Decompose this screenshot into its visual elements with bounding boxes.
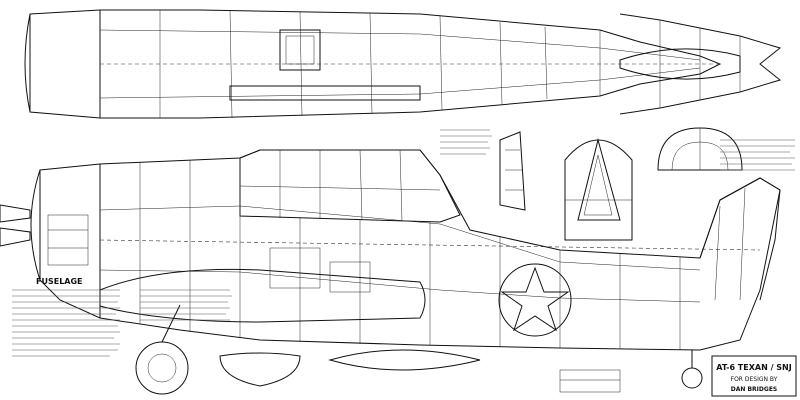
former-cross-section <box>564 138 633 241</box>
wing-rib-detail <box>499 131 526 211</box>
title-block: AT-6 TEXAN / SNJ FOR DESIGN BY DAN BRIDG… <box>711 355 797 397</box>
note-block-center <box>440 129 492 155</box>
title-block-line-b: DAN BRIDGES <box>731 386 778 393</box>
note-block-left <box>12 289 120 357</box>
side-view-fuselage <box>0 149 781 395</box>
lower-detail-parts <box>219 349 621 393</box>
notes-heading: FUSELAGE <box>36 277 83 286</box>
top-view-fuselage <box>24 9 782 119</box>
cowl-former-detail <box>657 127 743 171</box>
title-block-title: AT-6 TEXAN / SNJ <box>716 363 791 372</box>
title-block-line-a: FOR DESIGN BY <box>731 376 778 383</box>
note-block-right <box>720 139 795 171</box>
note-block-wing <box>140 289 232 321</box>
